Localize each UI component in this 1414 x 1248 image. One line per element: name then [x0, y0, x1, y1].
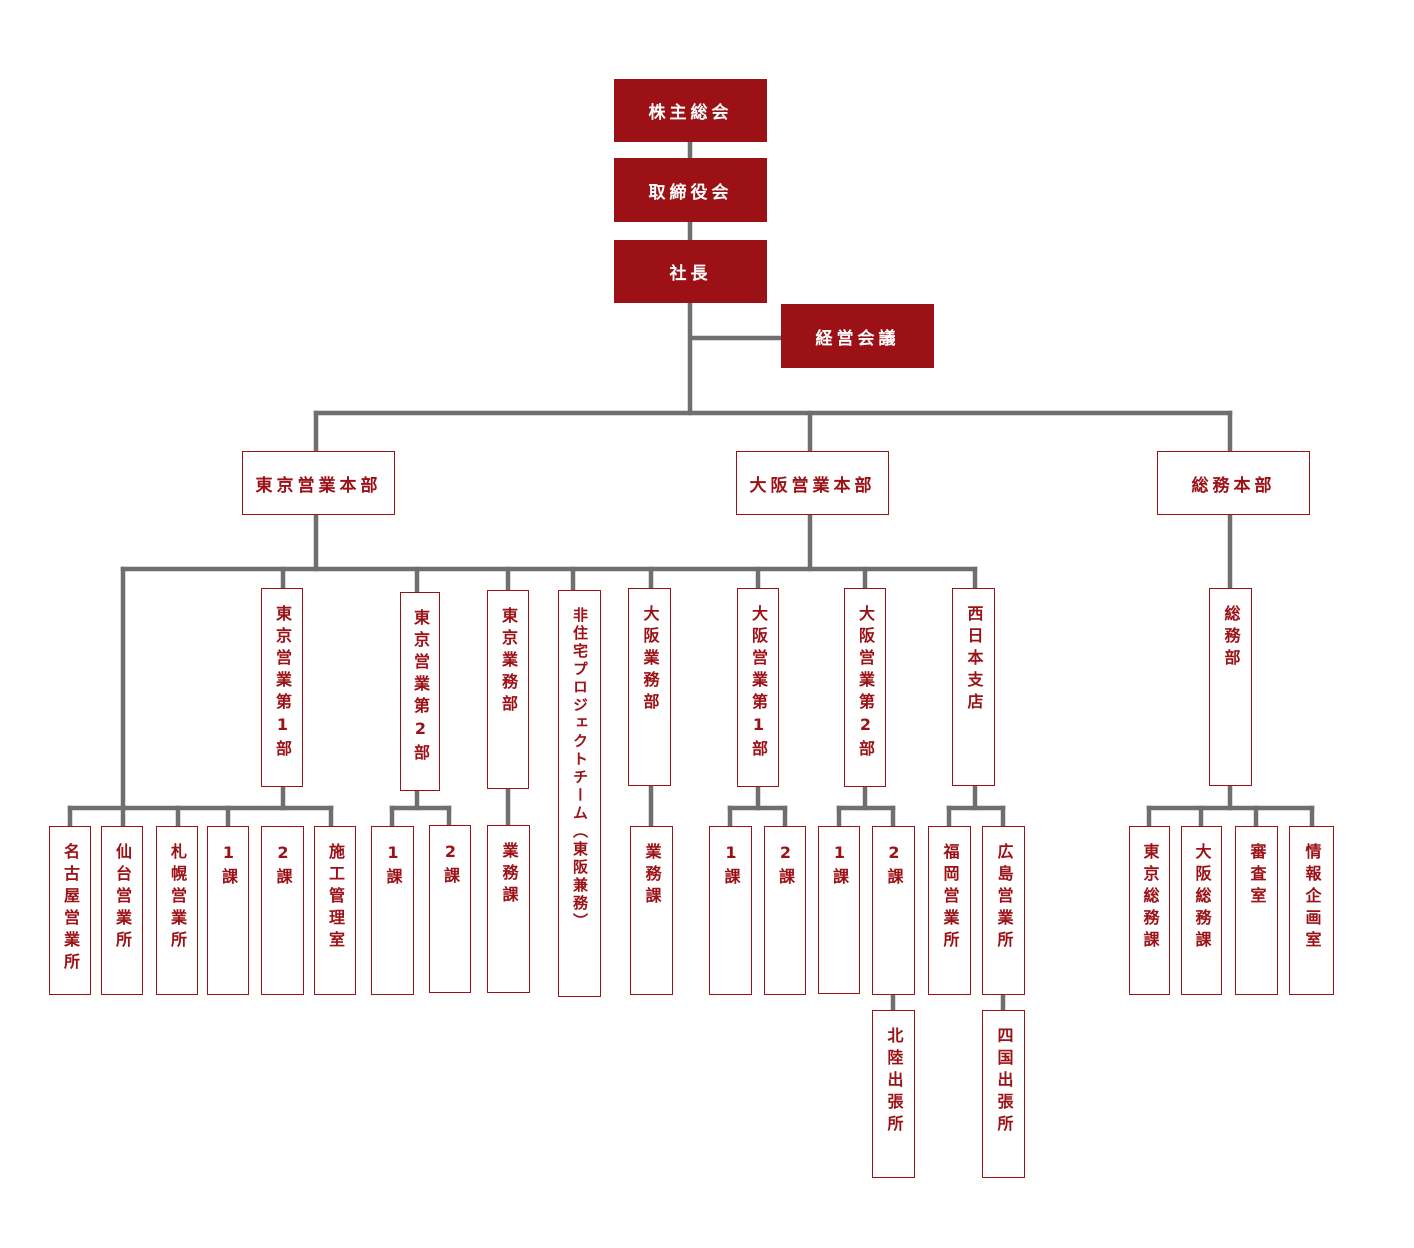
- node-construction-management-office: 施工管理室: [314, 826, 356, 995]
- node-osaka1-section-1: 1課: [709, 826, 752, 995]
- node-label: 2課: [441, 842, 460, 889]
- node-label: 施工管理室: [326, 843, 345, 953]
- node-tokyo-business-dept: 東京業務部: [487, 590, 529, 789]
- node-general-affairs-division: 総務本部: [1157, 451, 1310, 515]
- node-label: 札幌営業所: [168, 843, 187, 953]
- node-label: 1課: [830, 843, 849, 890]
- node-sendai-sales-office: 仙台営業所: [101, 826, 143, 995]
- node-audit-office: 審査室: [1235, 826, 1278, 995]
- node-label: 大阪業務部: [640, 605, 660, 715]
- node-osaka2-section-1: 1課: [818, 826, 860, 994]
- node-tokyo2-section-2: 2課: [429, 825, 471, 993]
- node-non-residential-project-team: 非住宅プロジェクトチーム（東阪兼務）: [558, 590, 601, 997]
- node-nagoya-sales-office: 名古屋営業所: [49, 826, 91, 995]
- node-tokyo1-section-2: 2課: [261, 826, 304, 995]
- node-label: 東京営業第2部: [411, 609, 430, 766]
- node-label: 福岡営業所: [940, 843, 960, 953]
- node-label: 1課: [219, 843, 238, 890]
- node-label: 広島営業所: [994, 843, 1014, 953]
- node-west-japan-branch: 西日本支店: [952, 588, 995, 786]
- node-osaka-sales-division: 大阪営業本部: [736, 451, 889, 515]
- node-shikoku-branch-office: 四国出張所: [982, 1010, 1025, 1178]
- node-tokyo2-section-1: 1課: [371, 826, 414, 995]
- node-label: 大阪営業第1部: [749, 605, 768, 762]
- node-osaka1-section-2: 2課: [764, 826, 806, 995]
- node-label: 四国出張所: [994, 1027, 1014, 1137]
- node-osaka-general-affairs-section: 大阪総務課: [1181, 826, 1222, 995]
- node-label: 2課: [273, 843, 293, 890]
- node-label: 2課: [884, 843, 904, 890]
- node-information-planning-office: 情報企画室: [1289, 826, 1334, 995]
- node-tokyo-sales-division: 東京営業本部: [242, 451, 395, 515]
- node-president: 社長: [614, 240, 767, 303]
- node-tokyo-business-section: 業務課: [487, 825, 530, 993]
- node-osaka-sales-dept-2: 大阪営業第2部: [844, 588, 886, 787]
- node-label: 総務部: [1221, 605, 1241, 671]
- node-tokyo1-section-1: 1課: [207, 826, 249, 995]
- node-general-affairs-dept: 総務部: [1209, 588, 1252, 786]
- node-label: 仙台営業所: [113, 843, 132, 953]
- node-hokuriku-branch-office: 北陸出張所: [872, 1010, 915, 1178]
- node-osaka-business-dept: 大阪業務部: [628, 588, 671, 786]
- node-tokyo-sales-dept-1: 東京営業第1部: [261, 588, 303, 787]
- node-label: 東京総務課: [1140, 843, 1160, 953]
- node-label: 大阪総務課: [1192, 843, 1212, 953]
- node-osaka-business-section: 業務課: [630, 826, 673, 995]
- node-management-meeting: 経営会議: [781, 304, 934, 368]
- node-hiroshima-sales-office: 広島営業所: [982, 826, 1025, 995]
- node-osaka-sales-dept-1: 大阪営業第1部: [737, 588, 779, 787]
- node-label: 1課: [721, 843, 741, 890]
- node-label: 業務課: [499, 842, 519, 908]
- node-board-of-directors: 取締役会: [614, 158, 767, 222]
- node-label: 大阪営業第2部: [856, 605, 875, 762]
- node-label: 東京業務部: [499, 607, 518, 717]
- node-label: 情報企画室: [1302, 843, 1322, 953]
- node-label: 業務課: [642, 843, 662, 909]
- node-label: 審査室: [1247, 843, 1267, 909]
- node-sapporo-sales-office: 札幌営業所: [156, 826, 198, 995]
- node-label: 東京営業第1部: [273, 605, 292, 762]
- node-tokyo-general-affairs-section: 東京総務課: [1129, 826, 1170, 995]
- node-label: 西日本支店: [964, 605, 984, 715]
- node-label: 2課: [776, 843, 795, 890]
- node-label: 非住宅プロジェクトチーム（東阪兼務）: [571, 607, 589, 931]
- node-label: 名古屋営業所: [61, 843, 80, 975]
- node-shareholders-meeting: 株主総会: [614, 79, 767, 142]
- node-osaka2-section-2: 2課: [872, 826, 915, 995]
- node-fukuoka-sales-office: 福岡営業所: [928, 826, 971, 995]
- node-tokyo-sales-dept-2: 東京営業第2部: [400, 592, 440, 791]
- node-label: 1課: [383, 843, 403, 890]
- node-label: 北陸出張所: [884, 1027, 904, 1137]
